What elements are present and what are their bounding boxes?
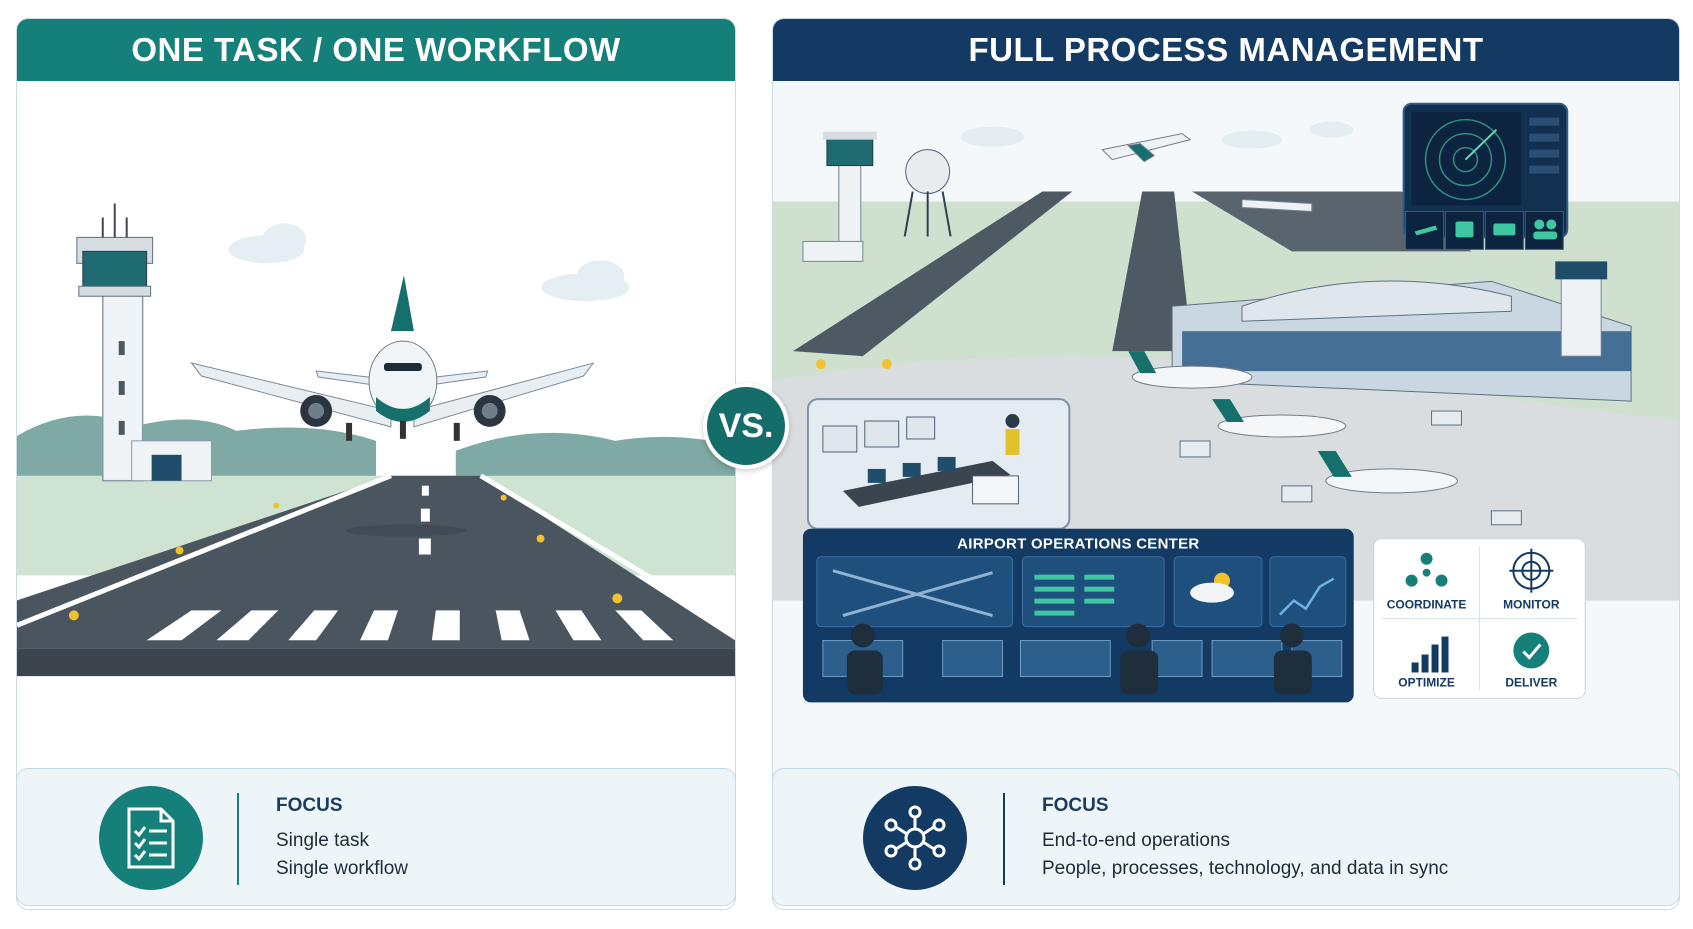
coordinate-icon — [1405, 552, 1448, 587]
runway — [792, 191, 1073, 357]
right-panel-title: FULL PROCESS MANAGEMENT — [773, 19, 1679, 81]
control-tower-icon — [802, 131, 877, 262]
runway — [17, 475, 735, 649]
function-label: DELIVER — [1505, 675, 1557, 689]
optimize-icon — [1411, 636, 1449, 673]
airplane-icon — [190, 275, 595, 441]
function-label: MONITOR — [1503, 598, 1560, 612]
runway-light — [68, 494, 623, 621]
control-tower-icon — [76, 203, 212, 482]
people-icon — [1534, 219, 1545, 230]
radar-screen — [1402, 102, 1569, 250]
focus-line: People, processes, technology, and data … — [1042, 858, 1449, 879]
runway-light — [815, 359, 892, 370]
right-panel: FULL PROCESS MANAGEMENT — [772, 18, 1680, 910]
network-hub-icon — [863, 786, 967, 890]
weather-icon — [1190, 572, 1234, 603]
radar-dome-icon — [903, 149, 952, 237]
trend-chart-icon — [1278, 577, 1335, 616]
luggage-icon — [1455, 221, 1474, 238]
function-label: COORDINATE — [1387, 598, 1467, 612]
ops-center-title: AIRPORT OPERATIONS CENTER — [957, 536, 1199, 553]
focus-title: FOCUS — [1042, 795, 1109, 816]
airplane-icon — [1128, 351, 1458, 494]
airplane-icon — [1101, 133, 1192, 163]
function-label: OPTIMIZE — [1398, 675, 1455, 689]
function-grid: COORDINATE MONITOR OPTIMIZE DELIVER — [1373, 538, 1586, 699]
airplane-icon — [1241, 198, 1313, 213]
focus-line: Single task — [276, 830, 369, 851]
monitor-icon — [1509, 548, 1554, 593]
airplane-icon — [1414, 225, 1438, 236]
versus-badge: VS. — [703, 383, 789, 469]
terminal-building — [1171, 261, 1632, 402]
left-focus-card: FOCUS Single task Single workflow — [16, 768, 736, 906]
left-panel: ONE TASK / ONE WORKFLOW — [16, 18, 736, 910]
airport-operations-scene: AIRPORT OPERATIONS CENTER — [773, 81, 1679, 781]
focus-line: End-to-end operations — [1042, 830, 1231, 851]
focus-divider — [237, 793, 239, 885]
focus-title: FOCUS — [276, 795, 343, 816]
checklist-document-icon — [99, 786, 203, 890]
cloud-icon — [960, 121, 1354, 149]
deliver-icon — [1513, 632, 1550, 669]
right-focus-card: FOCUS End-to-end operations People, proc… — [772, 768, 1680, 906]
focus-line: Single workflow — [276, 858, 408, 879]
left-focus-text: FOCUS Single task Single workflow — [276, 795, 408, 883]
left-panel-title: ONE TASK / ONE WORKFLOW — [17, 19, 735, 81]
single-runway-scene — [17, 203, 735, 677]
operations-center: AIRPORT OPERATIONS CENTER — [802, 528, 1354, 703]
operator — [846, 623, 1312, 695]
baggage-handling-inset — [806, 398, 1071, 530]
cloud-icon — [228, 223, 630, 302]
truck-icon — [1493, 223, 1516, 236]
right-focus-text: FOCUS End-to-end operations People, proc… — [1042, 795, 1448, 883]
focus-divider — [1003, 793, 1005, 885]
service-vehicle — [1179, 410, 1522, 526]
